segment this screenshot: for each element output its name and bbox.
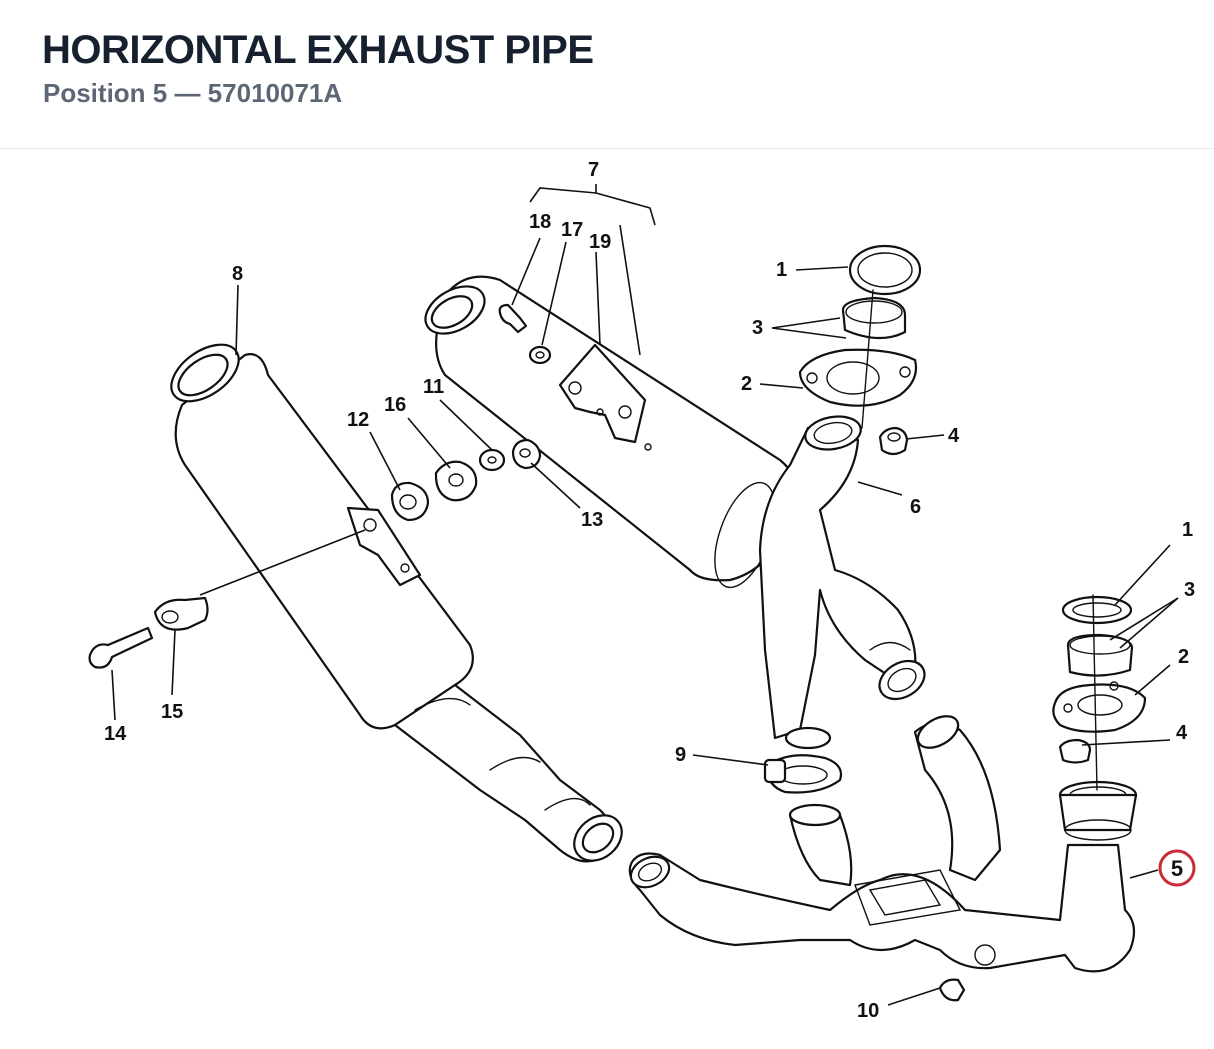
callout-6: 6	[910, 496, 921, 518]
callout-2-lower: 2	[1178, 646, 1189, 668]
exhaust-diagram: 7 18 17 19 8 1 3 2 4 6 11 12 16 13 1 3 2…	[0, 150, 1214, 1049]
left-muffler	[170, 343, 623, 863]
callout-16: 16	[384, 394, 406, 416]
callout-8: 8	[232, 263, 243, 285]
mount-hardware	[88, 438, 966, 1002]
callout-1-lower: 1	[1182, 519, 1193, 541]
callout-7: 7	[588, 159, 599, 181]
callout-11: 11	[423, 376, 444, 398]
callout-3-upper: 3	[752, 317, 763, 339]
upper-flange-group	[798, 244, 922, 456]
page-header: HORIZONTAL EXHAUST PIPE Position 5 — 570…	[0, 0, 1214, 149]
callout-1-upper: 1	[776, 259, 787, 281]
callout-19: 19	[589, 231, 611, 253]
callout-2-upper: 2	[741, 373, 752, 395]
callout-5-highlight-ring	[1158, 849, 1196, 887]
callout-10: 10	[857, 1000, 879, 1022]
part-subtitle: Position 5 — 57010071A	[43, 78, 343, 108]
horizontal-exhaust-pipe	[628, 715, 1138, 973]
leader-lines	[111, 184, 1179, 1006]
callout-9: 9	[675, 744, 686, 766]
page-title: HORIZONTAL EXHAUST PIPE	[42, 28, 594, 72]
callout-14: 14	[104, 723, 127, 745]
callout-12: 12	[347, 409, 369, 431]
callout-4-upper: 4	[948, 425, 960, 447]
right-muffler	[424, 275, 800, 589]
callout-18: 18	[529, 211, 551, 233]
callout-5: 5	[1171, 856, 1183, 881]
callout-4-lower: 4	[1176, 722, 1188, 744]
lower-flange-group	[1052, 594, 1147, 791]
upper-y-pipe	[758, 415, 926, 750]
callout-3-lower: 3	[1184, 579, 1195, 601]
callout-13: 13	[581, 509, 603, 531]
callout-17: 17	[561, 219, 583, 241]
callout-15: 15	[161, 701, 183, 723]
exhaust-diagram-svg: 7 18 17 19 8 1 3 2 4 6 11 12 16 13 1 3 2…	[88, 159, 1196, 1022]
callouts: 7 18 17 19 8 1 3 2 4 6 11 12 16 13 1 3 2…	[104, 159, 1196, 1022]
clamp	[763, 754, 843, 794]
